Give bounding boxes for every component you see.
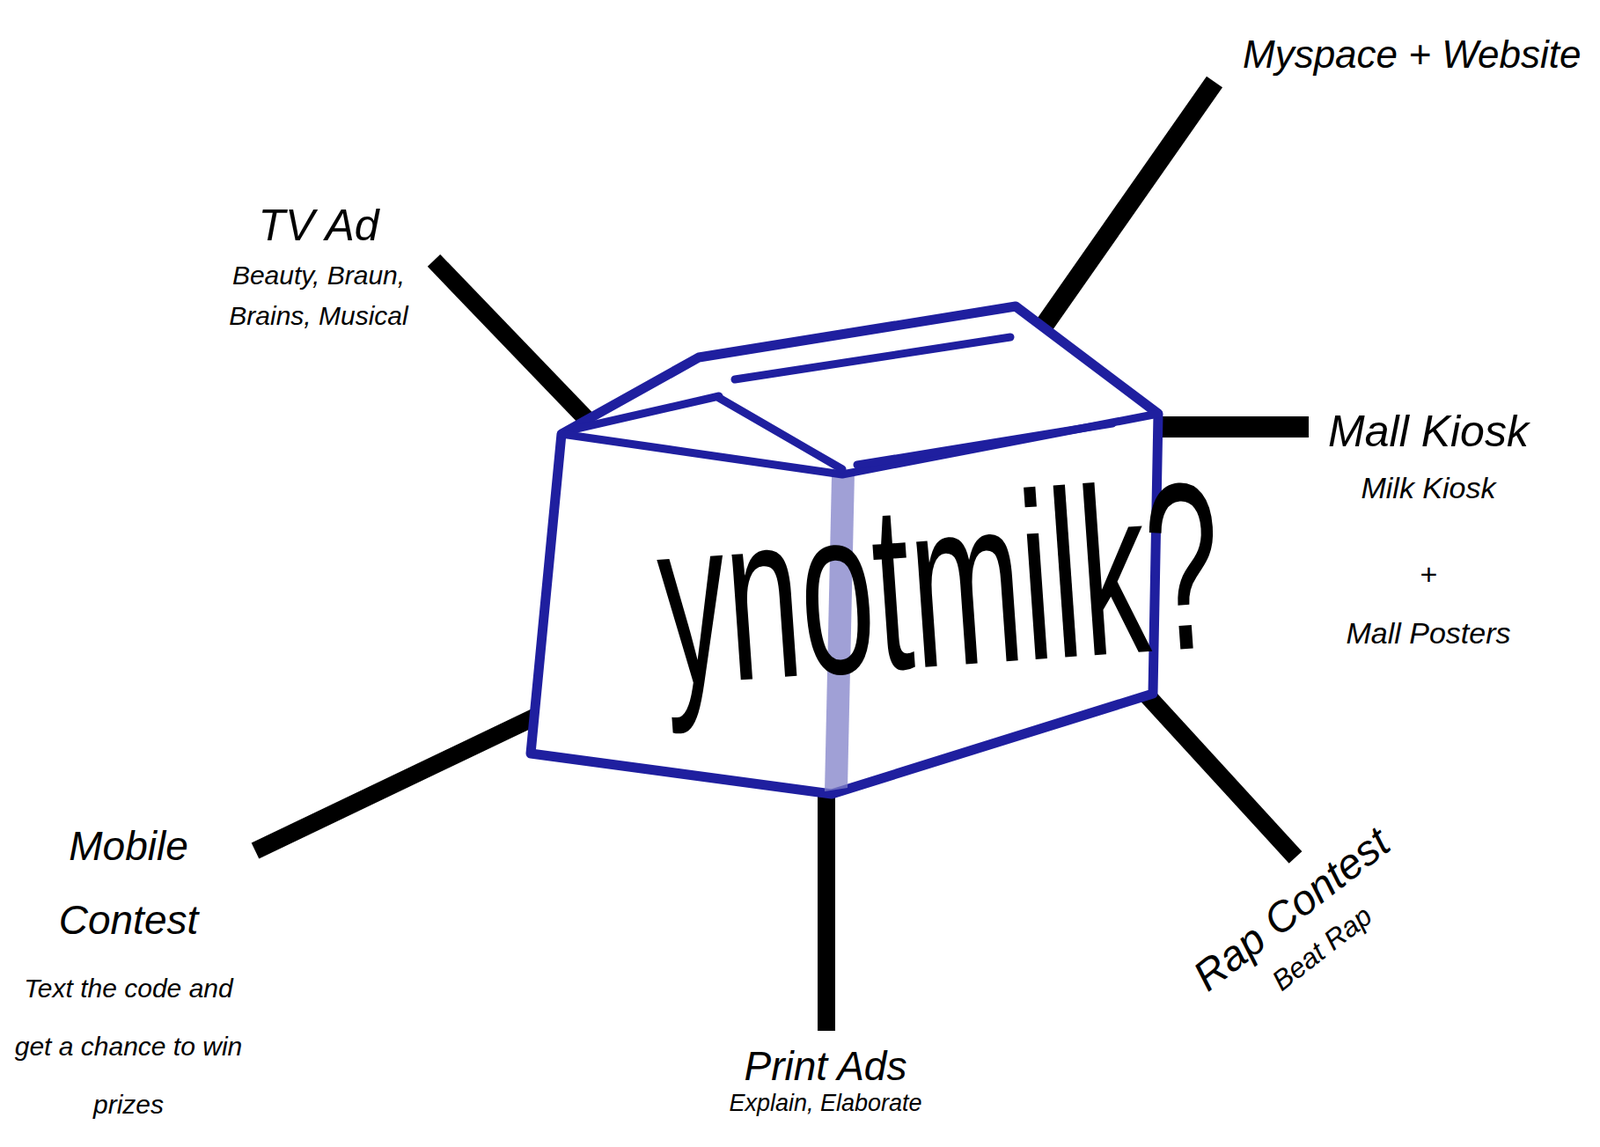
connector-line: [1141, 689, 1296, 858]
channel-detail: +: [1317, 556, 1540, 592]
carton-fold: [719, 397, 843, 470]
carton-slogan: ynotmilk?: [651, 459, 1035, 722]
milk-carton: ynotmilk?: [514, 294, 1171, 801]
carton-fold: [857, 423, 1113, 465]
connector-line: [433, 260, 595, 427]
channel-label: Myspace + Website: [1239, 26, 1585, 83]
carton-fold: [576, 396, 720, 429]
connector-line: [1150, 416, 1309, 438]
connector-line: [1035, 81, 1215, 338]
channel-title: Print Ads: [714, 1043, 937, 1089]
connector-line: [817, 784, 836, 1031]
channel-detail: Explain, Elaborate: [714, 1088, 937, 1117]
channel-label: TV AdBeauty, Braun, Brains, Musical: [208, 197, 429, 340]
channel-detail: Beauty, Braun, Brains, Musical: [212, 255, 426, 337]
channel-detail: Milk Kiosk: [1317, 469, 1540, 506]
channel-title: Mall Kiosk: [1317, 406, 1540, 456]
carton-fold: [561, 413, 1159, 475]
channel-detail: Mall Posters: [1317, 615, 1540, 651]
channel-title: Myspace + Website: [1242, 29, 1581, 80]
channel-detail: Text the code and get a chance to win pr…: [10, 959, 247, 1134]
channel-label: Mobile ContestText the code and get a ch…: [7, 805, 250, 1138]
channel-label: Print AdsExplain, Elaborate: [711, 1040, 940, 1121]
channel-title: Mobile Contest: [10, 808, 247, 957]
channel-title: TV Ad: [212, 200, 426, 250]
carton-fold: [734, 337, 1011, 380]
channel-label: Mall KioskMilk Kiosk + Mall Posters: [1313, 403, 1543, 654]
channel-label: Rap ContestBeat Rap: [1170, 805, 1439, 1045]
connector-line: [255, 715, 538, 851]
carton-body: [530, 306, 1159, 794]
